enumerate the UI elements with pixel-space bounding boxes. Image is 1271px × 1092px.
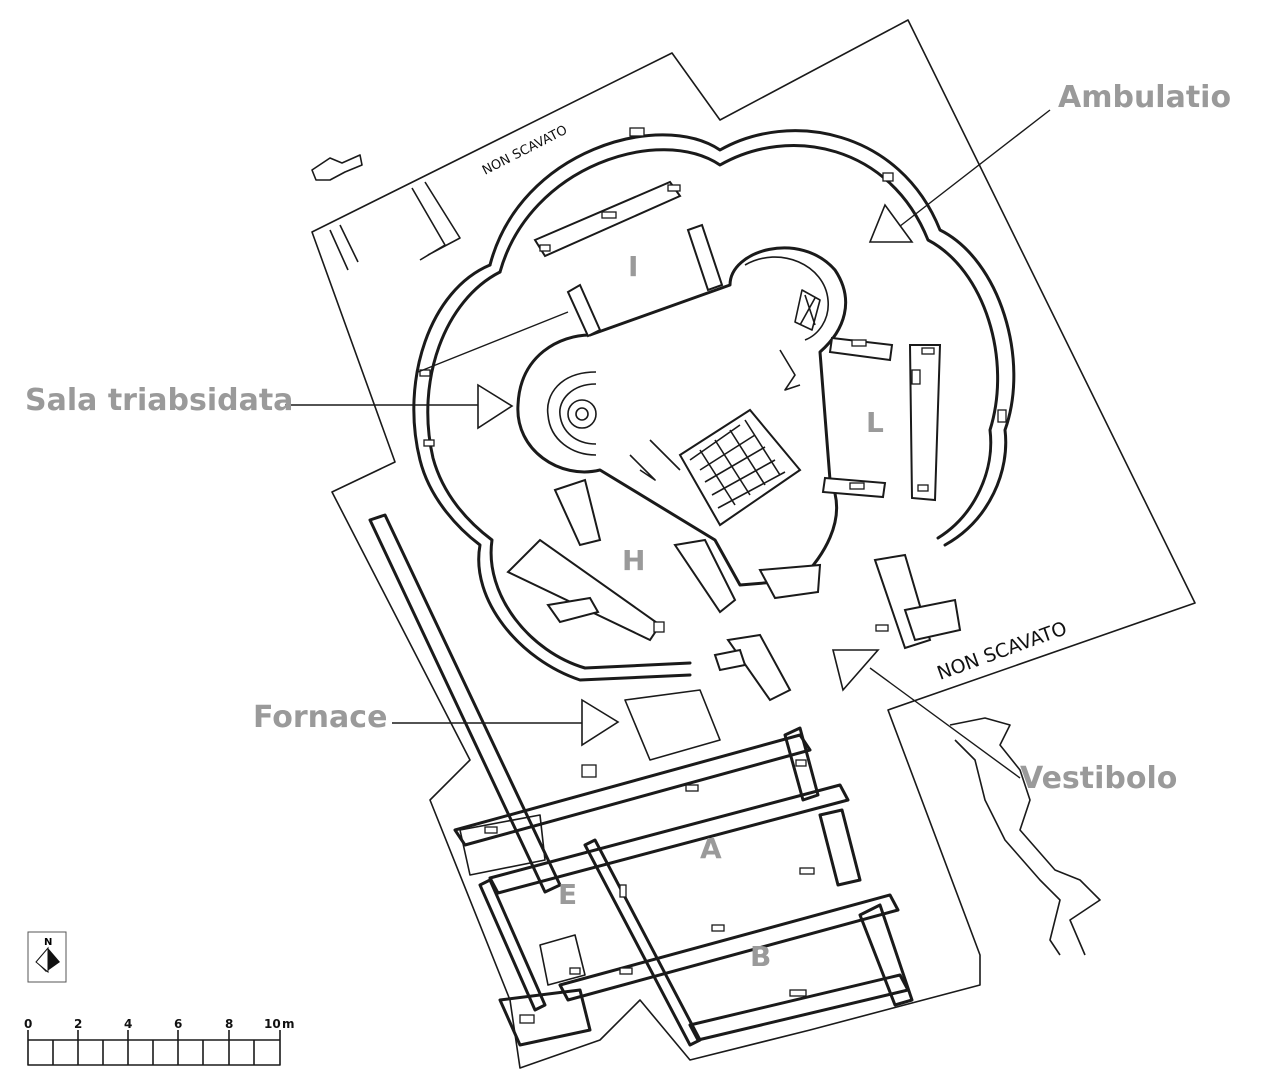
vestibolo-leader <box>869 667 1021 779</box>
ambulatio-arrow <box>868 203 914 243</box>
ambulatio-outer-wall-inner <box>498 144 1000 540</box>
ambulatio-west-wall <box>412 263 692 682</box>
label-fornace: Fornace <box>253 700 387 735</box>
east-jagged-wall <box>949 717 1101 956</box>
scale-tick-6: 6 <box>174 1017 182 1031</box>
apse-mosaic-center <box>575 407 589 421</box>
west-apse-inner <box>559 383 597 445</box>
corner-wall <box>329 181 461 271</box>
ambulatio-west-wall-inner <box>426 270 692 670</box>
fornace-arrow <box>581 698 620 747</box>
sala-leader-2 <box>417 311 569 373</box>
interior-rubble <box>629 349 801 481</box>
room-label-a: A <box>700 832 722 865</box>
vestibolo-arrow <box>831 649 880 692</box>
northeast-apse-grid <box>794 289 821 331</box>
sala-arrow <box>477 383 514 430</box>
north-arrow-label: N <box>44 937 52 948</box>
south-rooms <box>368 513 914 1047</box>
scale-bar: 0 2 4 6 8 10 m <box>24 1017 295 1066</box>
west-apse <box>546 371 597 456</box>
south-door-thresholds <box>484 759 815 1024</box>
apse-mosaic <box>567 399 597 429</box>
northeast-apse <box>744 256 829 341</box>
door-thresholds <box>419 127 1007 633</box>
scale-tick-8: 8 <box>225 1017 233 1031</box>
scale-tick-10: 10 <box>264 1017 281 1031</box>
wall-fragment <box>311 154 363 181</box>
scale-tick-2: 2 <box>74 1017 82 1031</box>
scale-tick-4: 4 <box>124 1017 132 1031</box>
excavation-boundary <box>311 19 1196 1069</box>
room-label-e: E <box>558 878 577 911</box>
room-label-i: I <box>628 250 638 283</box>
ambulatio-outer-wall <box>488 129 1016 547</box>
north-arrow: N <box>27 931 67 983</box>
central-mosaic-floor <box>678 408 802 527</box>
label-vestibolo: Vestibolo <box>1020 761 1177 796</box>
room-label-h: H <box>622 544 645 577</box>
ambulatio-leader <box>894 109 1051 231</box>
label-sala-triabsidata: Sala triabsidata <box>25 383 293 418</box>
radial-walls <box>506 180 962 702</box>
room-label-b: B <box>750 940 771 973</box>
label-ambulatio: Ambulatio <box>1058 80 1231 115</box>
scale-unit: m <box>282 1017 295 1031</box>
room-label-l: L <box>866 406 884 439</box>
scale-tick-0: 0 <box>24 1017 32 1031</box>
sala-triabsidata-walls <box>516 246 848 587</box>
